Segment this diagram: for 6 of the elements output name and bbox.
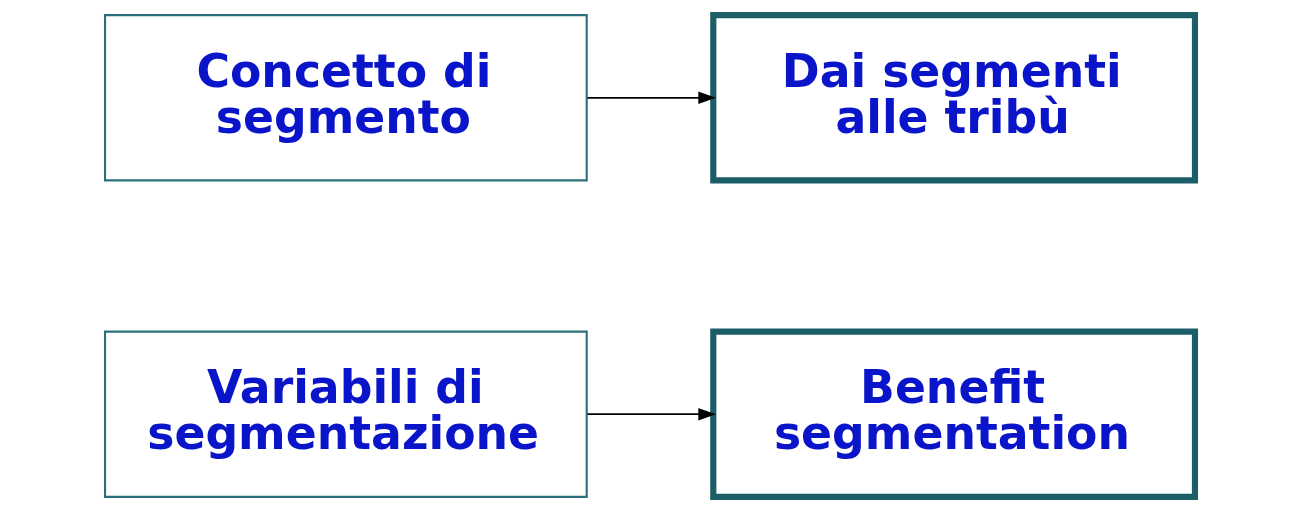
node-box: Benefit segmentation [709,328,1198,500]
node-box: Concetto di segmento [103,14,588,182]
node-box: Variabili di segmentazione [103,330,588,498]
arrow [586,91,716,104]
arrow [586,408,716,421]
node-box: Dai segmenti alle tribù [709,12,1198,184]
